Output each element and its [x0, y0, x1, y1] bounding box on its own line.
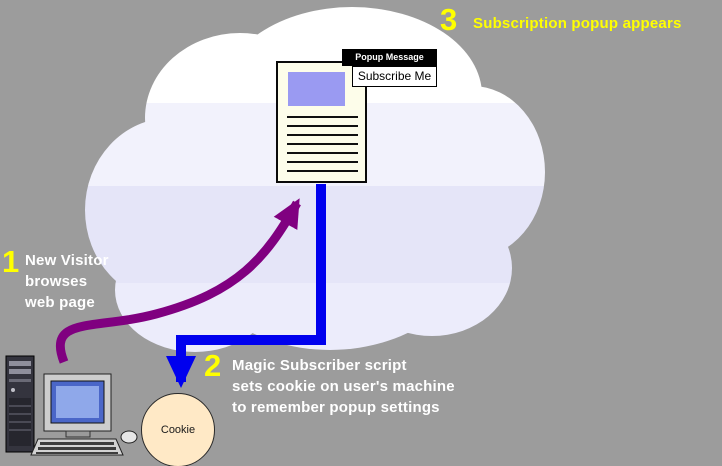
webpage-banner-image — [288, 72, 345, 106]
webpage-document — [276, 61, 367, 183]
computer-mouse — [120, 430, 138, 444]
step-1-text: New Visitor browses web page — [25, 252, 109, 311]
computer-icon — [5, 355, 138, 456]
step-1-number: 1 — [2, 244, 20, 279]
step-2-text: Magic Subscriber script sets cookie on u… — [232, 357, 455, 416]
browse-arrow — [55, 198, 301, 364]
cookie-arrow — [166, 184, 326, 389]
subscribe-me-button: Subscribe Me — [352, 66, 437, 87]
step-3-number: 3 — [440, 2, 458, 37]
step-3-text: Subscription popup appears — [473, 15, 682, 32]
step-2-number: 2 — [204, 348, 222, 383]
webpage-text-lines — [287, 116, 358, 179]
cookie-circle: Cookie — [141, 393, 215, 466]
cookie-label: Cookie — [160, 424, 196, 436]
popup-message-titlebar: Popup Message — [342, 49, 437, 66]
